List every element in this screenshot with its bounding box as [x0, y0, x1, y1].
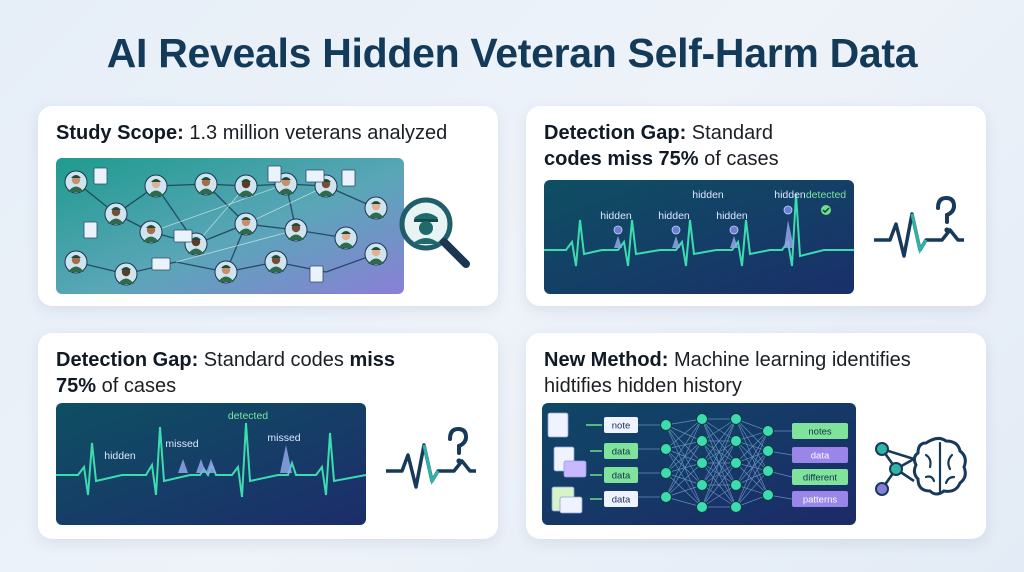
- heartbeat-question-icon: [384, 425, 478, 505]
- network-node: [696, 435, 708, 447]
- heading-emphasis: codes miss 75%: [544, 148, 699, 170]
- network-node: [730, 435, 742, 447]
- input-label: data: [612, 495, 631, 506]
- wave-label: hidden: [600, 210, 632, 222]
- heading-label: Study Scope:: [56, 122, 184, 144]
- network-node: [660, 491, 672, 503]
- veteran-figure: [264, 250, 288, 274]
- heartbeat-question-icon: [872, 194, 966, 274]
- heading-text: Standard: [686, 122, 773, 144]
- new-method-card: New Method: Machine learning identifies …: [526, 333, 986, 539]
- network-node: [762, 425, 774, 437]
- network-node: [730, 501, 742, 513]
- input-label: note: [612, 421, 631, 432]
- detection-gap-card-top: Detection Gap: Standard codes miss 75% o…: [526, 106, 986, 306]
- network-node: [696, 457, 708, 469]
- veteran-figure: [284, 218, 308, 242]
- input-label: data: [612, 447, 631, 458]
- veteran-figure: [214, 260, 238, 284]
- network-node: [696, 413, 708, 425]
- heading-label: Detection Gap:: [544, 122, 687, 144]
- input-label: data: [612, 471, 631, 482]
- veteran-figure: [364, 196, 388, 220]
- heading-emphasis: miss: [349, 349, 396, 371]
- heading-text: hidtifies hidden history: [544, 375, 742, 397]
- veteran-figure: [194, 172, 218, 196]
- veteran-figure: [104, 202, 128, 226]
- veteran-figure: [144, 174, 168, 198]
- veteran-figure: [234, 212, 258, 236]
- network-node: [762, 465, 774, 477]
- study-scope-card: Study Scope: 1.3 million veterans analyz…: [38, 106, 498, 306]
- network-node: [730, 457, 742, 469]
- network-node: [730, 479, 742, 491]
- heading-text: 1.3 million veterans analyzed: [183, 122, 448, 144]
- veteran-figure: [64, 250, 88, 274]
- neural-network-panel: note data data data notes data different…: [542, 403, 856, 525]
- wave-label: missed: [165, 438, 198, 450]
- heading-text: of cases: [698, 148, 779, 170]
- detection-gap-heading-top: Detection Gap: Standard codes miss 75% o…: [544, 120, 972, 172]
- wave-label: hidden: [716, 210, 748, 222]
- veteran-figure: [364, 242, 388, 266]
- magnifier-officer-icon: [392, 190, 476, 274]
- ecg-wave-panel-bottom: hidden missed detected missed: [56, 403, 366, 525]
- veteran-figure: [64, 170, 88, 194]
- wave-label: hidden: [104, 450, 136, 462]
- heading-text: Standard codes: [198, 349, 350, 371]
- veteran-figure: [114, 262, 138, 286]
- wave-label: hidden: [692, 189, 724, 201]
- veteran-figure: [334, 226, 358, 250]
- wave-label: detected: [228, 410, 268, 422]
- heading-text: Machine learning identifies: [668, 349, 911, 371]
- output-label: different: [803, 473, 838, 484]
- wave-label: detected: [806, 189, 846, 201]
- output-label: notes: [808, 427, 831, 438]
- network-node: [660, 443, 672, 455]
- network-node: [660, 467, 672, 479]
- network-node: [696, 479, 708, 491]
- ecg-wave-panel-top: hidden hidden hidden hidden hidden detec…: [544, 180, 854, 294]
- network-node: [762, 445, 774, 457]
- network-node: [660, 419, 672, 431]
- heading-emphasis: 75%: [56, 375, 97, 397]
- study-scope-heading: Study Scope: 1.3 million veterans analyz…: [56, 120, 484, 146]
- wave-label: hidden: [658, 210, 690, 222]
- heading-text: of cases: [96, 375, 177, 397]
- new-method-heading: New Method: Machine learning identifies …: [544, 347, 972, 399]
- veteran-network-panel: [56, 158, 404, 294]
- wave-label: hidden: [774, 189, 806, 201]
- veteran-figure: [234, 174, 258, 198]
- heading-label: New Method:: [544, 349, 669, 371]
- heading-label: Detection Gap:: [56, 349, 199, 371]
- output-label: data: [811, 451, 830, 462]
- veteran-figure: [139, 220, 163, 244]
- detection-gap-card-bottom: Detection Gap: Standard codes miss 75% o…: [38, 333, 498, 539]
- brain-network-icon: [870, 429, 974, 509]
- page-title: AI Reveals Hidden Veteran Self-Harm Data: [106, 30, 918, 76]
- network-node: [762, 489, 774, 501]
- wave-label: missed: [267, 432, 300, 444]
- network-node: [696, 501, 708, 513]
- network-node: [730, 413, 742, 425]
- detection-gap-heading-bottom: Detection Gap: Standard codes miss 75% o…: [56, 347, 484, 399]
- output-label: patterns: [803, 495, 838, 506]
